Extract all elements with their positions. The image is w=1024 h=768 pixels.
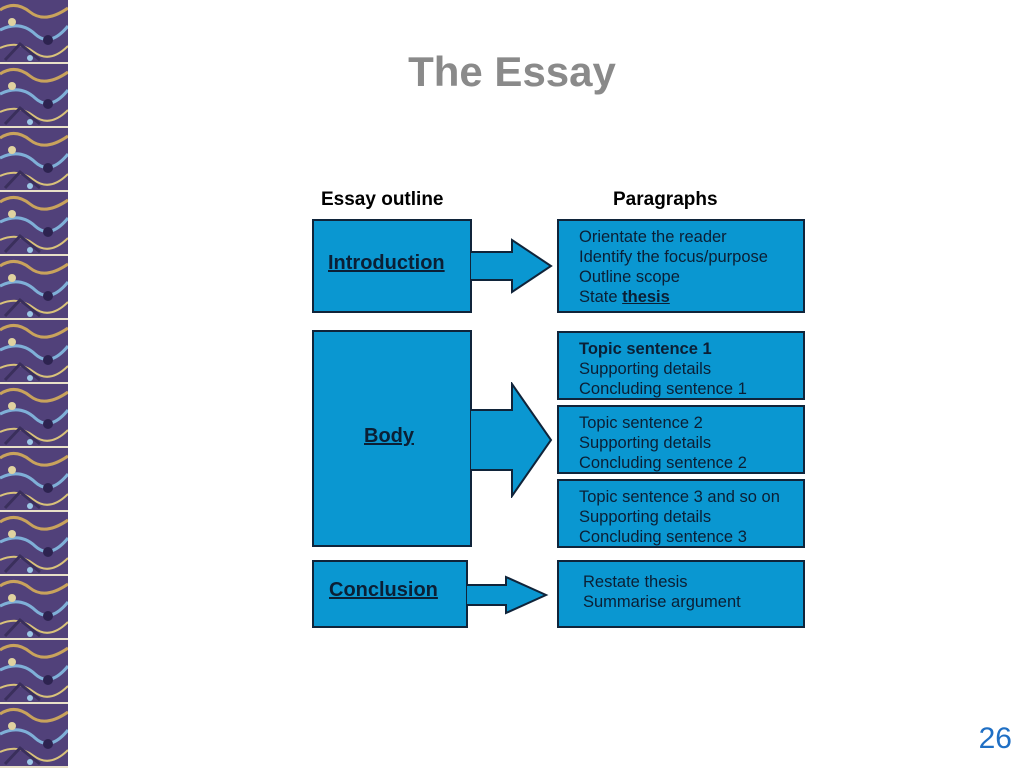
decorative-side-strip [0, 0, 68, 768]
intro-line-4: State thesis [579, 287, 803, 307]
introduction-box [312, 219, 472, 313]
introduction-arrow [470, 238, 553, 294]
body3-line-2: Supporting details [579, 508, 712, 526]
intro-line-2: Identify the focus/purpose [579, 248, 768, 266]
body-label: Body [364, 425, 414, 447]
body-paragraph-2-box: Topic sentence 2 Supporting details Conc… [557, 405, 805, 474]
essay-outline-heading: Essay outline [321, 189, 444, 210]
thesis-emphasis: thesis [622, 288, 670, 306]
body2-line-3: Concluding sentence 2 [579, 454, 747, 472]
conclusion-line-1: Restate thesis [583, 573, 688, 591]
body3-line-1: Topic sentence 3 and so on [579, 488, 780, 506]
intro-line-1: Orientate the reader [579, 228, 727, 246]
introduction-paragraph-box: Orientate the reader Identify the focus/… [557, 219, 805, 313]
page-number: 26 [978, 722, 1012, 755]
body-paragraph-1-box: Topic sentence 1 Supporting details Conc… [557, 331, 805, 400]
body2-line-2: Supporting details [579, 434, 712, 452]
body-arrow [470, 382, 553, 498]
body1-line-2: Supporting details [579, 360, 712, 378]
body2-line-1: Topic sentence 2 [579, 414, 703, 432]
conclusion-label: Conclusion [329, 579, 438, 601]
slide-title: The Essay [408, 48, 616, 95]
conclusion-line-2: Summarise argument [583, 593, 741, 611]
body1-line-3: Concluding sentence 1 [579, 380, 747, 398]
body-paragraph-3-box: Topic sentence 3 and so on Supporting de… [557, 479, 805, 548]
conclusion-paragraph-box: Restate thesis Summarise argument [557, 560, 805, 628]
body-box [312, 330, 472, 547]
paragraphs-heading: Paragraphs [613, 189, 718, 210]
conclusion-box [312, 560, 468, 628]
conclusion-arrow [466, 575, 549, 615]
body3-line-3: Concluding sentence 3 [579, 528, 747, 546]
intro-line-3: Outline scope [579, 268, 680, 286]
introduction-label: Introduction [328, 252, 445, 274]
body1-line-1: Topic sentence 1 [579, 340, 712, 358]
intro-line-4-prefix: State [579, 288, 623, 306]
